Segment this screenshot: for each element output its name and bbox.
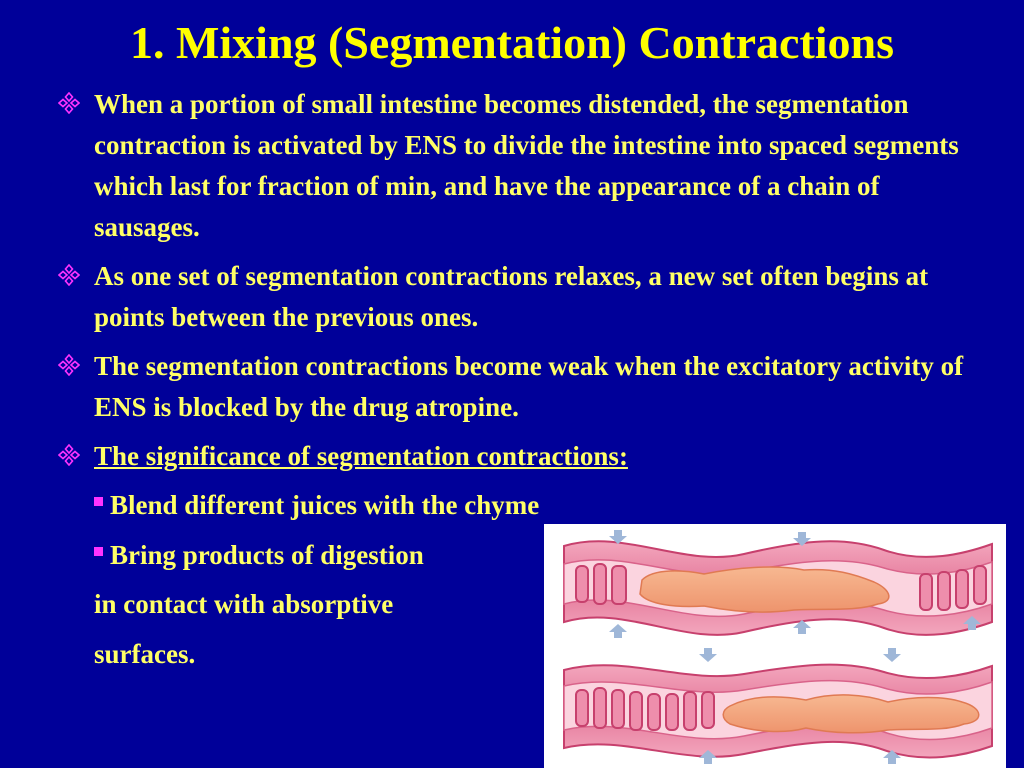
sub-item-text: surfaces. — [94, 639, 196, 669]
diamond-cluster-icon — [58, 354, 80, 376]
bullet-heading: The significance of segmentation contrac… — [94, 441, 628, 471]
intestine-segment-lower — [563, 648, 993, 764]
sub-item-continuation: surfaces. — [94, 634, 195, 675]
intestine-diagram — [563, 530, 993, 764]
square-bullet-icon — [94, 547, 103, 556]
sub-item-text: Bring products of digestion — [110, 540, 424, 570]
bullet-text: The segmentation contractions become wea… — [94, 351, 964, 422]
diamond-cluster-icon — [58, 444, 80, 466]
slide-title: 1. Mixing (Segmentation) Contractions — [129, 17, 895, 68]
sub-item-blend: Blend different juices with the chyme — [94, 485, 539, 526]
bullet-text: As one set of segmentation contractions … — [94, 261, 929, 332]
sub-item-continuation: in contact with absorptive — [94, 584, 393, 625]
sub-item-text: in contact with absorptive — [94, 589, 394, 619]
diamond-cluster-icon — [58, 92, 80, 114]
square-bullet-icon — [94, 497, 103, 506]
diamond-cluster-icon — [58, 264, 80, 286]
intestine-segmentation-illustration — [544, 524, 1006, 768]
sub-item-text: Blend different juices with the chyme — [110, 490, 540, 520]
sub-item-bring-products: Bring products of digestion — [94, 535, 424, 576]
bullet-text: When a portion of small intestine become… — [94, 89, 959, 242]
intestine-segment-upper — [563, 530, 993, 638]
